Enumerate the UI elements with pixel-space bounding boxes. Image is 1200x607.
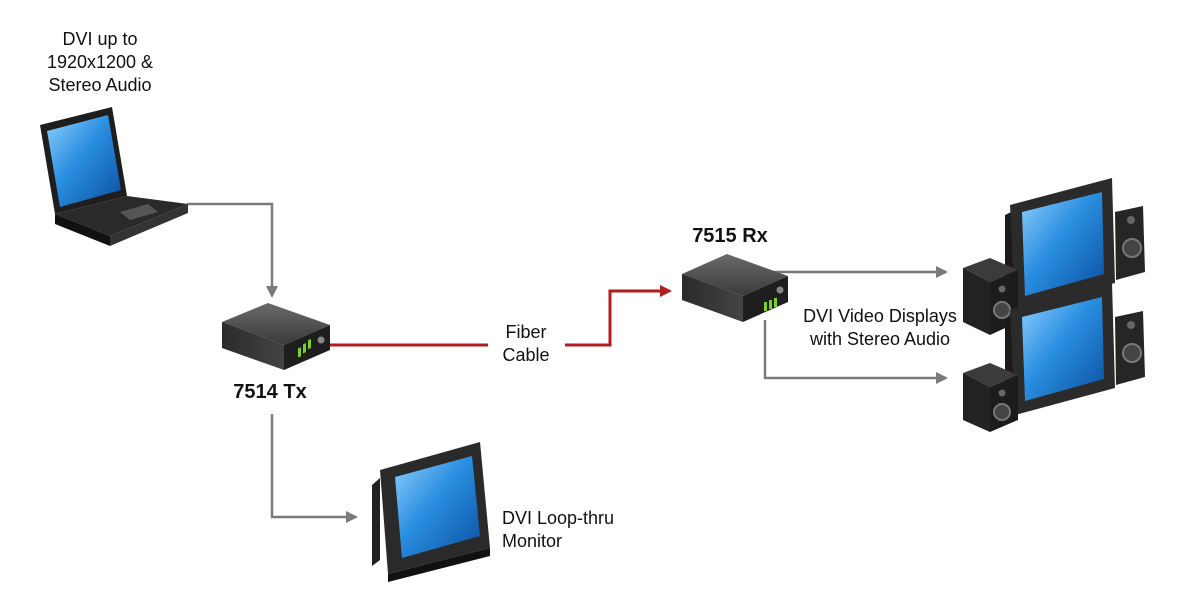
displays-label: DVI Video Displays with Stereo Audio (790, 305, 970, 351)
laptop-icon (40, 107, 188, 246)
display-bottom-icon (963, 283, 1145, 432)
source-label-line-3: Stereo Audio (48, 75, 152, 95)
source-label-line-2: 1920x1200 & (46, 52, 154, 72)
source-label: DVI up to 1920x1200 & Stereo Audio (30, 28, 170, 97)
monitor-label-line-2: Monitor (502, 531, 563, 551)
fiber-label-line-1: Fiber (505, 322, 547, 342)
laptop-to-tx-arrow (187, 202, 278, 298)
rx-to-display-bottom-arrow (763, 320, 948, 384)
connections (187, 202, 948, 523)
display-top-icon (963, 178, 1145, 335)
tx-to-monitor-arrow (270, 414, 358, 523)
tx-label: 7514 Tx (233, 381, 307, 403)
fiber-label-line-2: Cable (502, 345, 550, 365)
fiber-cable-label: Fiber Cable (486, 321, 566, 367)
displays-label-line-1: DVI Video Displays (803, 306, 957, 326)
source-label-line-1: DVI up to (62, 29, 138, 49)
loop-thru-monitor-icon (372, 442, 490, 582)
fiber-cable-line (326, 291, 670, 347)
tx-unit-icon (222, 303, 330, 370)
monitor-label: DVI Loop-thru Monitor (502, 507, 642, 553)
displays-label-line-2: with Stereo Audio (809, 329, 951, 349)
rx-label: 7515 Rx (692, 225, 768, 247)
rx-unit-icon (682, 254, 788, 322)
monitor-label-line-1: DVI Loop-thru (502, 508, 615, 528)
